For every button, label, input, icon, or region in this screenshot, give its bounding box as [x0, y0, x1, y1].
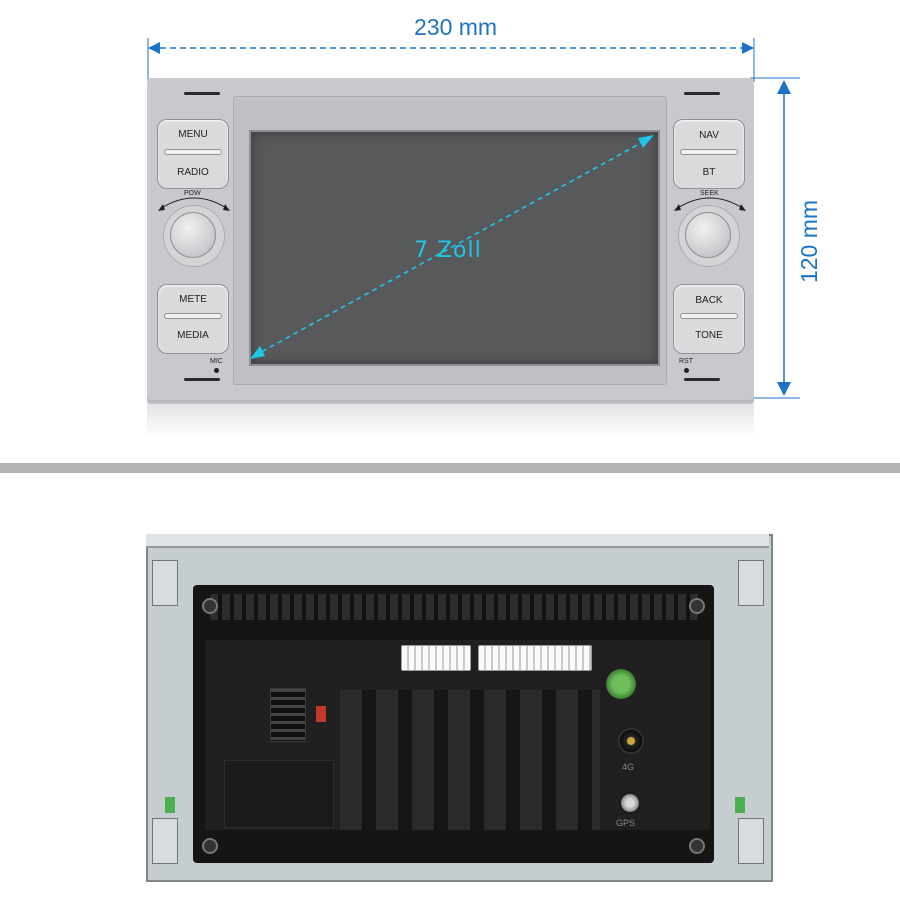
diagonal-size-label: 7 Zoll: [414, 238, 482, 263]
pow-volume-knob[interactable]: [170, 212, 216, 258]
touch-screen[interactable]: [249, 130, 660, 366]
pin-header-connector[interactable]: [270, 688, 306, 742]
gps-port-label: GPS: [616, 818, 636, 828]
left-top-separator: [164, 149, 222, 155]
bottom-left-slot: [184, 378, 220, 381]
back-tone-button-pair[interactable]: [673, 284, 745, 354]
green-antenna-port[interactable]: [606, 669, 636, 699]
left-screw: [202, 598, 218, 614]
diagonal-arrow: [250, 135, 654, 359]
mic-label: MIC: [210, 358, 223, 365]
reset-hole[interactable]: [684, 368, 689, 373]
right-ground-clip: [735, 797, 745, 813]
pow-knob-arc: [158, 197, 230, 211]
pow-label: POW: [184, 190, 201, 197]
section-divider: [0, 463, 900, 473]
rear-ribbing: [340, 690, 600, 830]
width-dimension-label: 230 mm: [414, 14, 498, 40]
heat-sink-strip: [210, 594, 700, 620]
media-button[interactable]: MEDIA: [177, 330, 209, 341]
right-bottom-bracket: [738, 818, 764, 864]
left-bottom-separator: [164, 313, 222, 319]
top-right-slot: [684, 92, 720, 95]
left-ground-clip: [165, 797, 175, 813]
red-fuse: [316, 706, 326, 722]
width-dimension-arrow: [147, 38, 755, 82]
mic-hole: [214, 368, 219, 373]
front-panel-reflection: [147, 402, 754, 438]
white-connector-right[interactable]: [478, 645, 592, 671]
white-connector-left[interactable]: [401, 645, 471, 671]
4g-port[interactable]: [618, 728, 644, 754]
back-button[interactable]: BACK: [695, 295, 723, 306]
bottom-right-screw: [689, 838, 705, 854]
left-top-bracket: [152, 560, 178, 606]
lower-left-block: [224, 760, 334, 828]
right-top-bracket: [738, 560, 764, 606]
tone-button[interactable]: TONE: [695, 330, 723, 341]
right-bottom-separator: [680, 313, 738, 319]
seek-knob-arc: [674, 197, 746, 211]
rst-label: RST: [679, 358, 693, 365]
right-screw: [689, 598, 705, 614]
mete-button[interactable]: METE: [179, 294, 207, 305]
mete-media-button-pair[interactable]: [157, 284, 229, 354]
right-top-separator: [680, 149, 738, 155]
height-dimension-arrow: [750, 77, 800, 399]
top-left-slot: [184, 92, 220, 95]
bt-button[interactable]: BT: [702, 167, 716, 178]
nav-button[interactable]: NAV: [699, 130, 719, 141]
bottom-right-slot: [684, 378, 720, 381]
left-bottom-bracket: [152, 818, 178, 864]
rear-frame-top-lip: [146, 534, 769, 548]
radio-button[interactable]: RADIO: [177, 167, 209, 178]
seek-tuning-knob[interactable]: [685, 212, 731, 258]
menu-button[interactable]: MENU: [178, 129, 208, 140]
4g-port-label: 4G: [622, 762, 635, 772]
gps-port[interactable]: [619, 792, 641, 814]
seek-label: SEEK: [700, 190, 719, 197]
bottom-left-screw: [202, 838, 218, 854]
